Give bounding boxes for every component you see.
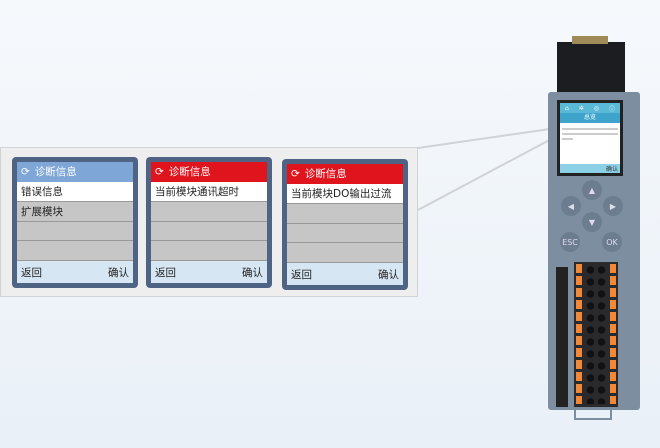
panel-title: 诊断信息 — [34, 166, 77, 179]
back-button[interactable]: 返回 — [155, 266, 176, 279]
info-icon: ⓘ — [608, 105, 615, 113]
list-item[interactable]: 错误信息 — [17, 181, 133, 202]
diagnose-icon: ◎ — [593, 104, 600, 112]
list-item[interactable] — [287, 204, 403, 224]
list-item[interactable] — [151, 222, 267, 242]
panel-title-bar: ⟳ 诊断信息 — [287, 164, 403, 184]
left-button[interactable]: ◀ — [561, 196, 581, 216]
esc-button[interactable]: ESC — [560, 232, 580, 252]
right-button[interactable]: ▶ — [603, 196, 623, 216]
gear-icon: ✲ — [578, 104, 584, 112]
list-item[interactable] — [17, 241, 133, 262]
home-icon: ⌂ — [564, 104, 569, 112]
ok-button[interactable]: OK — [602, 232, 622, 252]
confirm-button[interactable]: 确认 — [378, 268, 399, 281]
io-module-device: ⌂ ✲ ◎ ⓘ 总览 确认 ▲ ◀ ▶ ▼ ESC OK — [548, 92, 640, 410]
panel-title-bar: ⟳ 诊断信息 — [151, 162, 267, 182]
list-item[interactable] — [287, 243, 403, 264]
device-screen-title: 总览 — [560, 113, 620, 123]
din-clip — [574, 410, 612, 420]
list-item[interactable] — [151, 241, 267, 262]
panel-title: 诊断信息 — [168, 166, 211, 179]
terminal-block — [574, 262, 618, 407]
device-screen-icons: ⌂ ✲ ◎ ⓘ — [560, 103, 620, 113]
confirm-button[interactable]: 确认 — [108, 266, 129, 279]
device-screen: ⌂ ✲ ◎ ⓘ 总览 确认 — [557, 100, 623, 176]
back-button[interactable]: 返回 — [291, 268, 312, 281]
led-strip — [556, 267, 568, 407]
list-item[interactable] — [17, 222, 133, 242]
list-item[interactable]: 当前模块通讯超时 — [151, 181, 267, 202]
device-screen-confirm: 确认 — [605, 166, 618, 173]
list-item[interactable]: 当前模块DO输出过流 — [287, 183, 403, 204]
diagnostic-panel: ⟳ 诊断信息 当前模块通讯超时 返回 确认 — [146, 157, 272, 288]
back-button[interactable]: 返回 — [21, 266, 42, 279]
diagnostic-panel: ⟳ 诊断信息 当前模块DO输出过流 返回 确认 — [282, 159, 408, 290]
list-item[interactable] — [287, 224, 403, 244]
diagnostic-panel: ⟳ 诊断信息 错误信息扩展模块 返回 确认 — [12, 157, 138, 288]
device-connector — [557, 42, 625, 94]
up-button[interactable]: ▲ — [582, 180, 602, 200]
list-item[interactable]: 扩展模块 — [17, 202, 133, 222]
down-button[interactable]: ▼ — [582, 212, 602, 232]
panel-title: 诊断信息 — [304, 168, 347, 181]
diagnose-icon: ⟳ — [155, 165, 164, 178]
list-item[interactable] — [151, 202, 267, 222]
connector-pins — [572, 36, 608, 44]
panel-title-bar: ⟳ 诊断信息 — [17, 162, 133, 182]
confirm-button[interactable]: 确认 — [242, 266, 263, 279]
diagnose-icon: ⟳ — [291, 167, 300, 180]
diagnose-icon: ⟳ — [21, 165, 30, 178]
